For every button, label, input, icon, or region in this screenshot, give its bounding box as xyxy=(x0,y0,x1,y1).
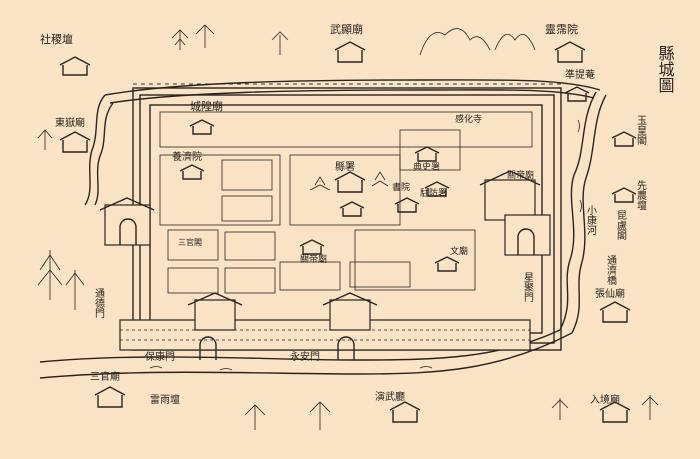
river-network xyxy=(39,79,607,379)
city-blocks xyxy=(159,111,533,294)
label-wen-miao: 文廟 xyxy=(450,245,468,257)
building-wenmiao xyxy=(434,256,460,272)
label-yan-wu-ting: 演武廳 xyxy=(375,390,405,403)
buildings xyxy=(59,41,637,423)
label-xing-ju-men: 星聚門 xyxy=(522,272,534,303)
building-xianshu2 xyxy=(339,201,365,217)
label-ru-jing-miao: 入境廟 xyxy=(590,393,620,406)
label-shu-yuan: 書院 xyxy=(392,181,410,193)
building-xiannong xyxy=(611,187,637,203)
building-east-temple xyxy=(59,131,91,153)
label-gan-hua-si: 感化寺 xyxy=(455,113,482,125)
label-zhu-fang-shu: 駐防署 xyxy=(420,187,447,199)
building-yanwu xyxy=(389,401,421,423)
label-sheji-tan: 社稷壇 xyxy=(40,32,73,46)
building-zhufang xyxy=(424,181,450,197)
label-yang-ji-yuan: 養濟院 xyxy=(172,150,202,163)
yard-trees xyxy=(309,171,389,191)
building-shuyuan xyxy=(394,197,420,213)
label-zhang-xian-miao: 張仙廟 xyxy=(595,287,625,300)
building-zhangxian xyxy=(599,301,631,323)
building-dianshi xyxy=(414,146,440,162)
label-guan-di-miao-ne: 關帝廟 xyxy=(507,169,534,181)
label-san-guan-miao: 三官廟 xyxy=(90,370,120,383)
label-yong-an-men: 永安門 xyxy=(290,350,320,363)
building-rujing xyxy=(599,401,631,423)
label-yu-huang-ge: 玉皇閣 xyxy=(635,115,647,146)
label-xian-shu: 縣署 xyxy=(335,161,355,173)
label-zhun-ti-an: 準提菴 xyxy=(565,68,595,81)
label-guan-di-miao: 關帝廟 xyxy=(300,253,327,265)
gate-towers xyxy=(99,170,551,360)
label-kun-lu-ge: 昆盧閣 xyxy=(615,210,627,241)
building-zhunti xyxy=(564,86,590,102)
building-chenghuang xyxy=(189,119,215,135)
building-xianshu xyxy=(334,171,366,193)
label-bao-kang-men: 保康門 xyxy=(145,350,175,363)
building-lingxu xyxy=(554,41,586,63)
label-xiao-kang-he: 小康河 xyxy=(585,205,597,235)
label-lingxu-yuan: 靈霈院 xyxy=(545,22,578,36)
label-xian-nong-tan: 先農壇 xyxy=(635,180,647,210)
label-chenghuang-miao: 城隍廟 xyxy=(190,99,223,113)
label-lei-yu-tan: 雷雨壇 xyxy=(150,393,180,406)
building-sanguan xyxy=(94,386,126,408)
building-yangji xyxy=(179,164,205,180)
label-ru-jing-miao-w: 三官閣 xyxy=(178,237,202,247)
map-labels: 縣城圖 社稷壇 武顯廟 靈霈院 城隍廟 感化寺 典史署 縣署 駐防署 書院 養濟… xyxy=(40,22,675,406)
label-tong-de-men: 通德門 xyxy=(93,288,105,319)
building-sheji xyxy=(59,56,91,76)
label-dian-shi-shu: 典史署 xyxy=(413,161,440,173)
label-tong-ji-qiao: 通濟橋 xyxy=(605,255,617,286)
trees xyxy=(37,24,659,430)
building-wuxian xyxy=(334,41,366,63)
map-title: 縣城圖 xyxy=(656,45,675,93)
building-guandi xyxy=(299,239,325,255)
building-yuhuang xyxy=(611,131,637,147)
label-wushen-miao: 武顯廟 xyxy=(330,22,363,36)
label-dong-yue-miao: 東嶽廟 xyxy=(55,116,85,129)
